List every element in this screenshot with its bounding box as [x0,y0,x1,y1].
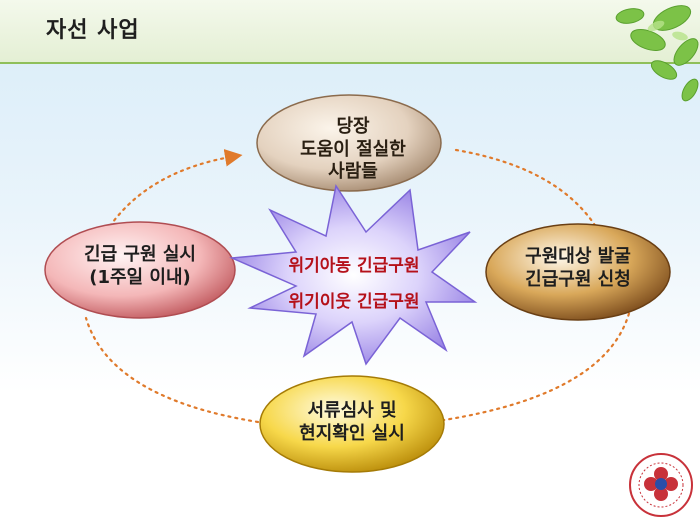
node-top-label: 당장 도움이 절실한 사람들 [300,116,406,182]
node-bottom-label: 서류심사 및 현지확인 실시 [299,400,405,444]
arrow-top-to-right [454,148,600,232]
leaves-decoration-icon [615,5,699,102]
arrow-right-to-bottom [442,298,634,422]
page-title: 자선 사업 [46,18,140,43]
arrow-left-to-top [108,149,243,228]
center-starburst [229,184,478,366]
node-right-label: 구원대상 발굴 긴급구원 신청 [525,246,631,290]
node-top [256,94,442,192]
center-label-1: 위기아동 긴급구원 [288,256,420,276]
cycle-arrows [84,148,634,424]
node-bottom [259,375,445,473]
arrow-bottom-to-left [84,316,260,424]
node-right [485,223,671,321]
node-left [44,221,236,319]
center-label-2: 위기이웃 긴급구원 [288,292,420,312]
header-bar: 자선 사업 [0,0,700,64]
node-left-label: 긴급 구원 실시 (1주일 이내) [84,244,196,288]
organization-seal-icon [629,453,693,517]
